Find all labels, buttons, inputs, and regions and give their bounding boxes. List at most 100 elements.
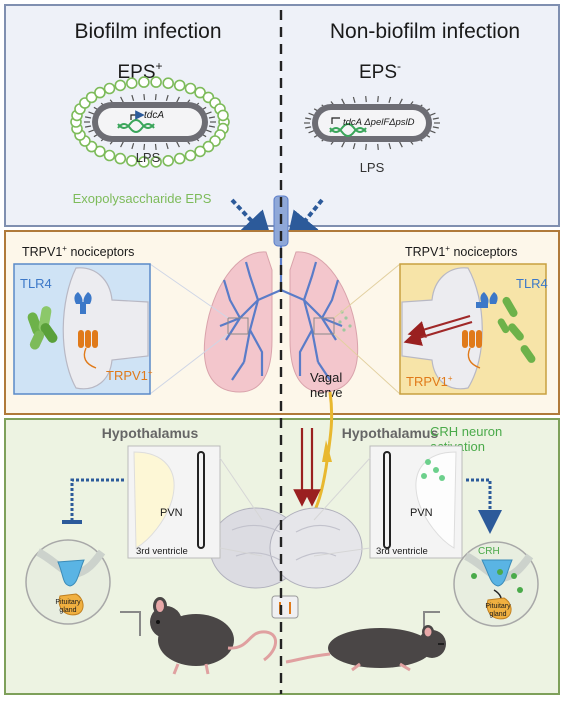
inhalation-arrow-right <box>285 198 324 245</box>
crh-label: CRH <box>478 546 500 557</box>
trpv1-channel-right <box>462 330 482 369</box>
lps-spike <box>388 143 392 150</box>
hypothalamus-label-right: Hypothalamus <box>342 425 439 441</box>
trpv1-channel-left <box>78 330 98 369</box>
hypothalamus-inset-left: PVN 3rd ventricle <box>127 445 221 559</box>
eps-bead <box>138 76 150 88</box>
lps-spike <box>143 143 146 150</box>
lps-spike <box>399 98 403 105</box>
bacterium-eps-positive: tdcA <box>84 94 216 150</box>
eps-bead <box>173 79 186 92</box>
planktonic-bacteria <box>497 296 536 363</box>
lps-spike <box>305 117 312 120</box>
eps-bead <box>94 145 106 158</box>
lps-spike <box>154 143 157 150</box>
pvn-label-left: PVN <box>160 507 183 519</box>
eps-biofilm-cluster <box>27 306 58 350</box>
nociceptors-label-right: TRPV1+ nociceptors <box>405 244 517 259</box>
lps-spike <box>120 96 124 103</box>
lps-spike <box>305 126 312 129</box>
lps-spike <box>377 143 379 150</box>
eps-bead <box>184 149 197 162</box>
lps-spike <box>352 143 356 150</box>
left-nociceptor-inset: TLR4 TRPV1+ <box>13 263 153 395</box>
pvn-label-right: PVN <box>410 507 433 519</box>
gene-label-left: tdcA <box>144 110 164 121</box>
lps-spike <box>429 112 436 116</box>
lps-spike <box>308 130 315 134</box>
eps-bead <box>194 86 206 99</box>
lps-spike <box>429 130 436 134</box>
lps-spike <box>165 143 169 150</box>
lps-spike <box>205 111 212 115</box>
non-biofilm-heading: Non-biofilm infection <box>330 20 520 43</box>
nociceptors-label-left: TRPV1+ nociceptors <box>22 244 134 259</box>
lps-spike <box>208 125 216 128</box>
mouse-standing <box>150 597 277 675</box>
lps-spike <box>176 96 180 103</box>
lps-spike <box>377 96 379 103</box>
dna-left <box>117 123 155 133</box>
eps-bead <box>114 152 127 165</box>
eps-bead <box>103 82 116 95</box>
eps-bead <box>194 145 206 158</box>
eps-bead <box>162 155 174 167</box>
zoom-lines-right <box>333 263 401 395</box>
eps-bead <box>94 86 106 99</box>
ventricle-label-left: 3rd ventricle <box>136 546 188 557</box>
signal-arrows-right <box>403 314 473 346</box>
lps-spike <box>399 141 403 148</box>
lps-label-right: LPS <box>360 160 385 175</box>
lps-spike <box>88 129 95 133</box>
lps-spike <box>84 116 92 119</box>
zoom-box-right <box>313 317 335 335</box>
eps-bead <box>138 156 150 168</box>
eps-capsule <box>70 76 230 168</box>
inhalation-arrow-left <box>230 198 273 244</box>
lps-spike <box>143 94 146 101</box>
eps-bead <box>114 79 127 92</box>
lps-spike <box>131 143 135 150</box>
eps-bead <box>103 149 116 162</box>
zoom-lines-left <box>149 263 229 395</box>
eps-bead <box>150 156 162 168</box>
tlr4-label-left: TLR4 <box>20 276 52 291</box>
bacterium-eps-negative: tdcA ΔpelFΔpslD <box>304 96 440 150</box>
tlr4-receptor-left <box>74 292 92 314</box>
ventricle-label-right: 3rd ventricle <box>376 546 428 557</box>
eps-bead <box>162 77 174 89</box>
eps-bead <box>217 109 229 122</box>
gene-label-right: tdcA ΔpelFΔpslD <box>343 117 415 128</box>
inhibition-line <box>70 478 124 520</box>
eps-bead <box>173 152 186 165</box>
lps-spike <box>154 94 157 101</box>
lps-spike <box>432 126 439 129</box>
lps-spike <box>352 96 356 103</box>
eps-bead <box>184 82 197 95</box>
eps-label: Exopolysaccharide EPS <box>73 191 212 206</box>
trpv1-label-left: TRPV1+ <box>106 368 153 383</box>
bacteria-in-lung <box>338 310 352 332</box>
eps-bead <box>85 91 98 104</box>
vagal-signal-arrows <box>293 428 321 507</box>
lps-spike <box>388 96 392 103</box>
right-nociceptor-inset: TLR4 TRPV1+ <box>399 263 548 395</box>
zoom-box-left <box>227 317 249 335</box>
dna-right <box>329 127 367 137</box>
biofilm-heading: Biofilm infection <box>74 20 221 43</box>
tlr4-label-right: TLR4 <box>516 276 548 291</box>
mouse-lethargic <box>285 625 446 672</box>
cytoplasm-right <box>318 110 426 136</box>
lps-spike <box>120 141 124 148</box>
lps-spike <box>205 129 212 133</box>
lps-spike <box>341 141 345 148</box>
eps-minus-label: EPS- <box>359 59 401 83</box>
lps-spike <box>365 143 367 150</box>
lps-spike <box>131 94 135 101</box>
